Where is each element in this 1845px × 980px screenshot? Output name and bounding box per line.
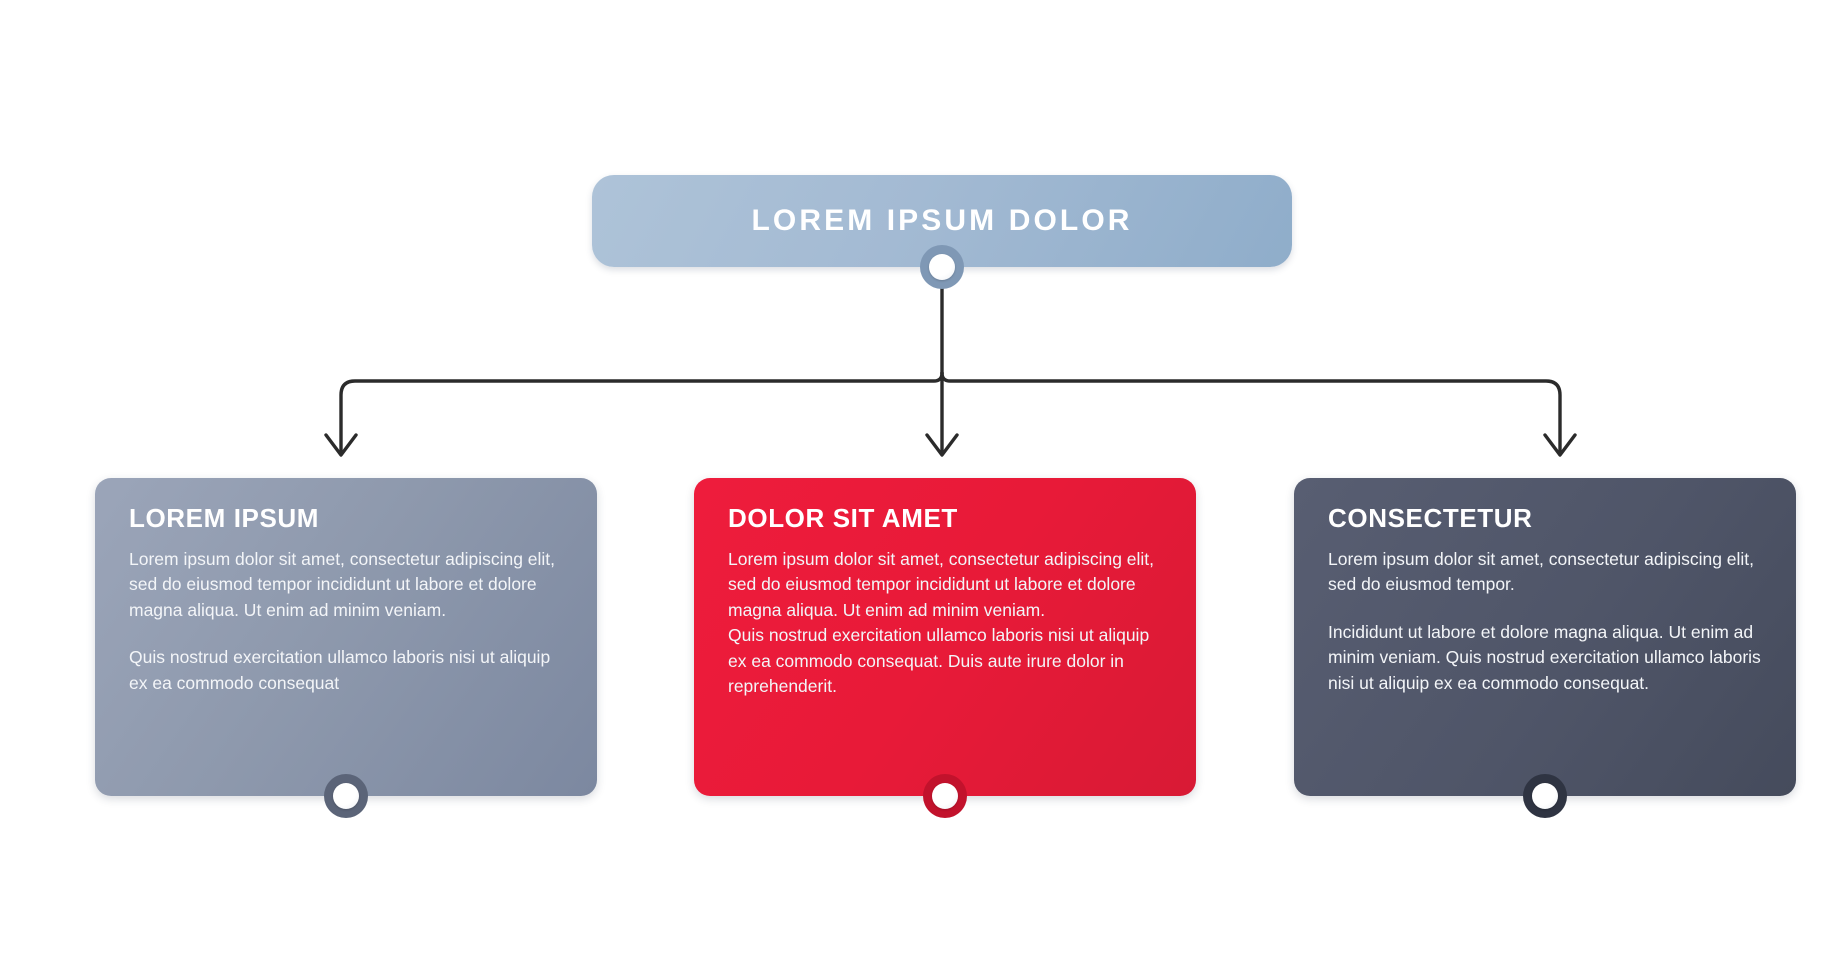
connector-branch-left [339, 371, 944, 454]
arrow-head-right [1543, 433, 1577, 457]
card-2-title: DOLOR SIT AMET [728, 503, 958, 533]
card-3-connector-dot [1532, 783, 1558, 809]
card-1-paragraph-2: Quis nostrud exercitation ullamco labori… [129, 647, 551, 693]
header-node[interactable]: LOREM IPSUM DOLOR [592, 175, 1292, 289]
card-1-paragraph-1: Lorem ipsum dolor sit amet, consectetur … [129, 548, 556, 620]
card-1-title: LOREM IPSUM [129, 503, 320, 533]
card-lorem-ipsum[interactable]: LOREM IPSUM Lorem ipsum dolor sit amet, … [95, 478, 597, 818]
card-2-paragraph-1: Lorem ipsum dolor sit amet, consectetur … [728, 548, 1155, 620]
card-consectetur[interactable]: CONSECTETUR Lorem ipsum dolor sit amet, … [1294, 478, 1796, 818]
card-3-title: CONSECTETUR [1328, 503, 1533, 533]
arrow-head-left [324, 433, 358, 457]
card-3-paragraph-2: Incididunt ut labore et dolore magna ali… [1328, 621, 1761, 693]
header-title: LOREM IPSUM DOLOR [751, 204, 1133, 237]
arrow-head-center [925, 433, 959, 457]
card-1-connector-dot [333, 783, 359, 809]
header-connector-badge [920, 245, 964, 289]
card-1-connector-badge [324, 774, 368, 818]
card-2-connector-dot [932, 783, 958, 809]
card-3-paragraph-1: Lorem ipsum dolor sit amet, consectetur … [1328, 548, 1755, 595]
card-3-connector-badge [1523, 774, 1567, 818]
card-2-paragraph-2: Quis nostrud exercitation ullamco labori… [728, 625, 1150, 697]
card-dolor-sit-amet[interactable]: DOLOR SIT AMET Lorem ipsum dolor sit ame… [694, 478, 1196, 818]
header-connector-dot [929, 254, 955, 280]
card-2-connector-badge [923, 774, 967, 818]
connector-branch-right [940, 371, 1562, 454]
